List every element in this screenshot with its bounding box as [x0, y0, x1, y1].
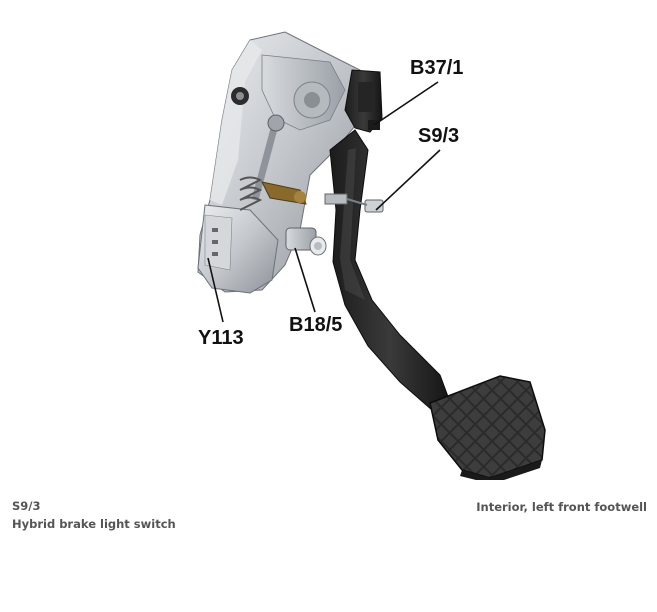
y113-actuator — [197, 204, 279, 294]
leader-lines — [207, 81, 441, 323]
leader-s9-3 — [375, 149, 441, 211]
callout-b18-5: B18/5 — [289, 314, 343, 336]
component-code: S9/3 — [12, 499, 41, 513]
leader-b37-1 — [373, 81, 439, 126]
pushrod-spring — [239, 114, 285, 211]
leader-b18-5 — [294, 247, 316, 313]
brake-pedal-assembly-illustration — [197, 31, 546, 480]
component-name: Hybrid brake light switch — [12, 517, 176, 531]
component-location: Interior, left front footwell — [476, 500, 647, 514]
callout-y113: Y113 — [198, 327, 244, 349]
pedal-arm — [329, 129, 451, 411]
leader-y113 — [207, 257, 224, 323]
b18-5-sensor — [285, 227, 327, 256]
s9-3-switch — [324, 193, 384, 213]
callout-b37-1: B37/1 — [410, 57, 464, 79]
pedal-pad — [429, 375, 546, 480]
callout-s9-3: S9/3 — [418, 125, 460, 147]
brass-bolt — [261, 181, 307, 205]
